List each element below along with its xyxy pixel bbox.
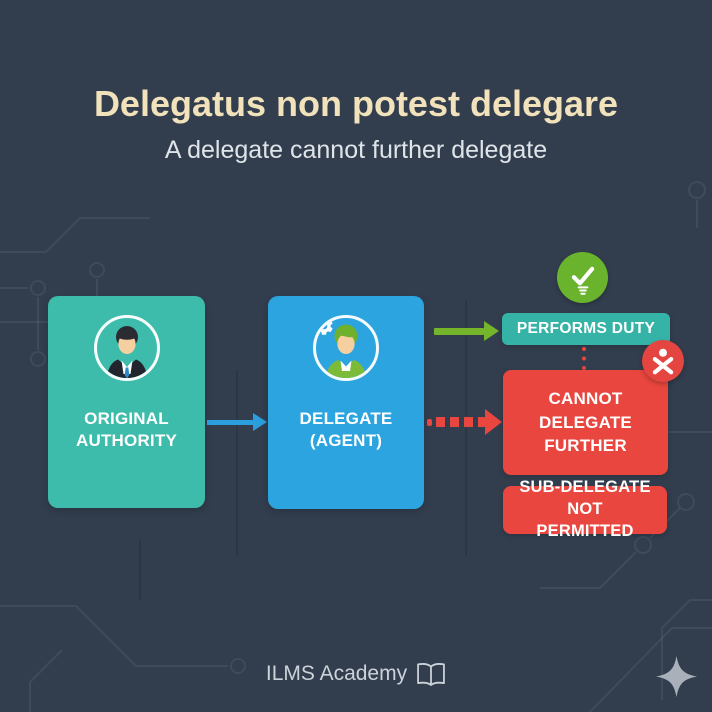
- open-book-icon: [417, 662, 445, 686]
- footer: ILMS Academy: [0, 656, 712, 692]
- approved-check-icon: [557, 252, 608, 303]
- original-authority-box: ORIGINAL AUTHORITY: [48, 296, 205, 508]
- page-subtitle: A delegate cannot further delegate: [164, 136, 548, 164]
- brand-name: ILMS Academy: [265, 662, 408, 685]
- page-title: Delegatus non potest delegare: [93, 83, 619, 124]
- no-person-icon: [642, 340, 684, 382]
- performs-duty-box: PERFORMS DUTY: [502, 313, 670, 345]
- gear-icon: [316, 318, 333, 335]
- sub-delegate-box: SUB-DELEGATE NOT PERMITTED: [503, 478, 667, 540]
- cannot-delegate-box: CANNOT DELEGATE FURTHER: [503, 370, 668, 475]
- original-authority-label: ORIGINAL AUTHORITY: [76, 409, 177, 451]
- authority-to-delegate-arrow: [207, 412, 267, 432]
- delegate-to-performs-duty-arrow: [434, 320, 499, 342]
- delegate-to-cannot-delegate-arrow: [427, 409, 502, 435]
- delegate-agent-box: DELEGATE (AGENT): [268, 296, 424, 509]
- agent-with-gear-icon: [313, 315, 379, 381]
- businessman-icon: [93, 315, 160, 381]
- performs-duty-to-cannot-connector: [582, 347, 586, 370]
- sparkle-icon: [655, 655, 698, 698]
- delegate-agent-label: DELEGATE (AGENT): [299, 409, 393, 451]
